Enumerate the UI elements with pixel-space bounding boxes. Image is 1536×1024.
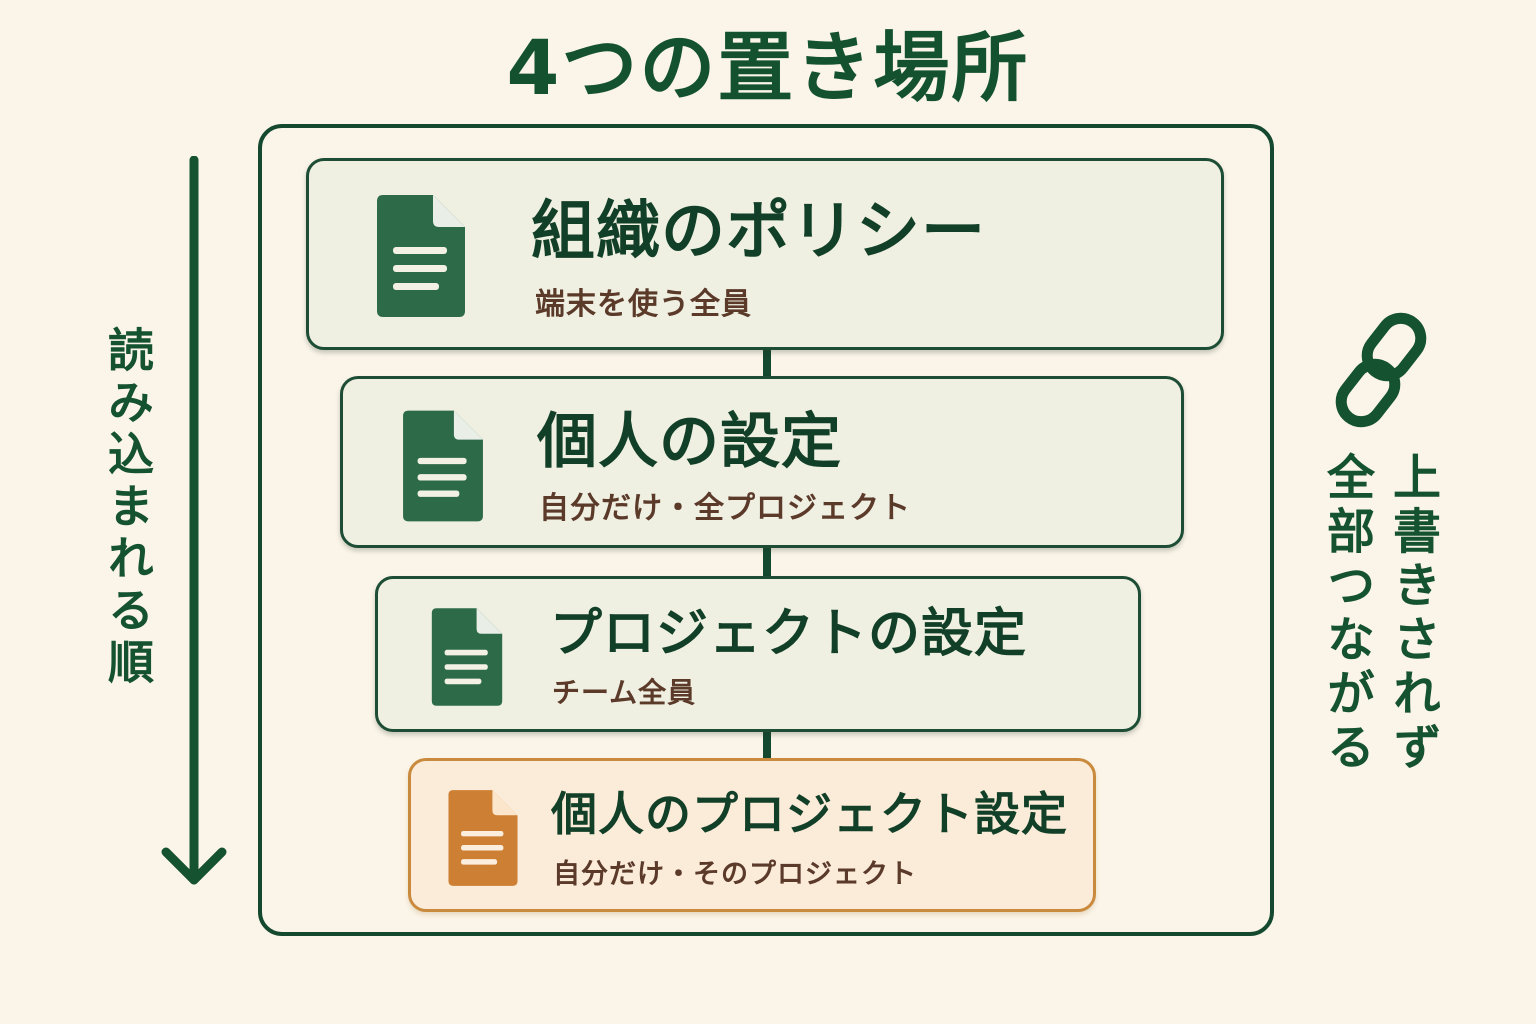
connector-2 [763, 546, 771, 578]
document-icon [431, 608, 503, 706]
document-icon [448, 790, 518, 886]
card-subtitle: 自分だけ・そのプロジェクト [553, 859, 917, 890]
card-subtitle: チーム全員 [552, 676, 697, 709]
location-card-organization: 組織のポリシー 端末を使う全員 [306, 158, 1224, 350]
load-order-label: 読み込まれる順 [101, 326, 155, 690]
connector-3 [763, 730, 771, 760]
note-line-1: 上書きされず [1384, 452, 1440, 776]
card-title: 個人の設定 [537, 407, 842, 477]
location-card-project: プロジェクトの設定 チーム全員 [375, 576, 1141, 732]
connector-1 [763, 348, 771, 378]
location-card-personal: 個人の設定 自分だけ・全プロジェクト [340, 376, 1184, 548]
chain-link-icon [1335, 312, 1427, 428]
locations-frame [258, 124, 1274, 936]
page-title: 4つの置き場所 [506, 23, 1030, 112]
document-icon [377, 195, 465, 317]
card-title: 個人のプロジェクト設定 [551, 787, 1068, 841]
card-subtitle: 端末を使う全員 [535, 287, 752, 322]
card-subtitle: 自分だけ・全プロジェクト [539, 491, 911, 526]
document-icon [403, 410, 483, 522]
location-card-personal-project: 個人のプロジェクト設定 自分だけ・そのプロジェクト [408, 758, 1096, 912]
down-arrow-icon [161, 156, 227, 885]
note-line-2: 全部つながる [1318, 452, 1374, 776]
card-title: 組織のポリシー [531, 195, 986, 269]
card-title: プロジェクトの設定 [550, 604, 1028, 664]
